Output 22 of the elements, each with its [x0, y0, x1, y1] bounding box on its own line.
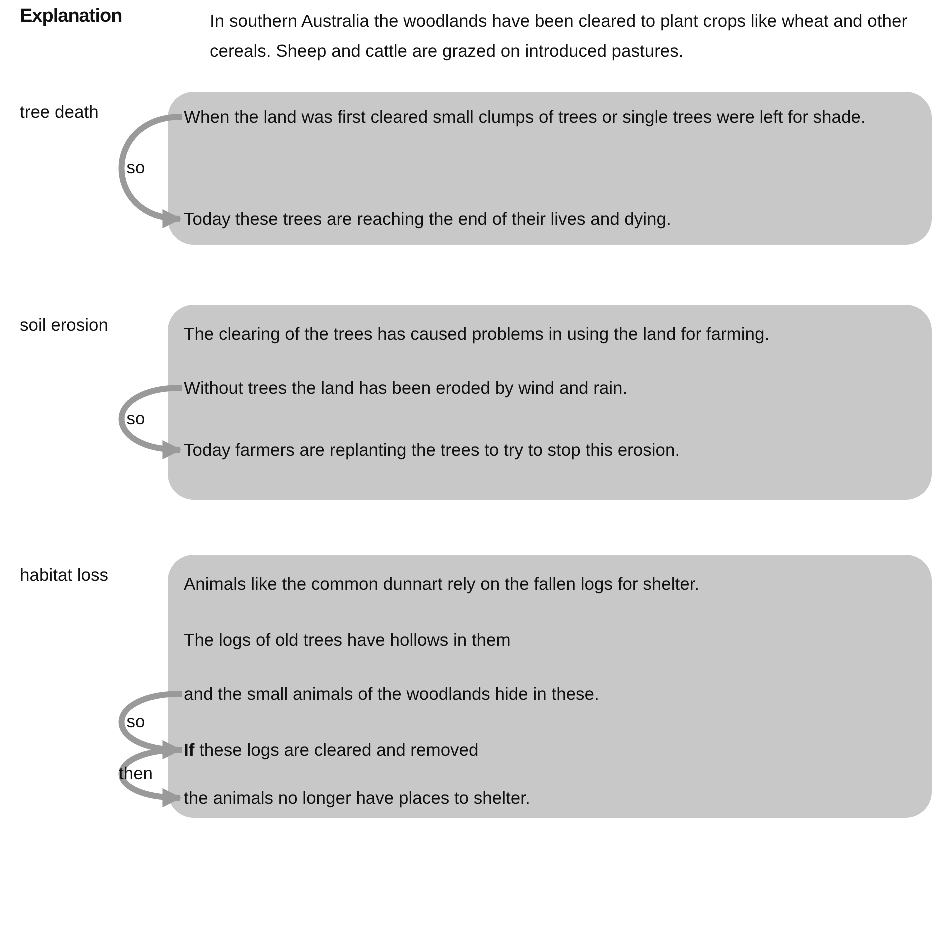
- edge-label: so: [126, 408, 146, 430]
- sentence-text: Today these trees are reaching the end of their lives and dying.: [184, 204, 914, 234]
- sentence-text: the animals no longer have places to shelter.: [184, 783, 914, 813]
- edge-label: then: [118, 764, 154, 784]
- sentence-text: The logs of old trees have hollows in them: [184, 625, 914, 655]
- panel-heading: habitat loss: [20, 565, 109, 586]
- sentence-text: and the small animals of the woodlands hide in these.: [184, 679, 914, 709]
- curved-arrow: [118, 114, 182, 227]
- panel-heading: tree death: [20, 102, 99, 123]
- sentence-text: Animals like the common dunnart rely on the fallen logs for shelter.: [184, 569, 914, 599]
- explanation-text: In southern Australia the woodlands have been cleared to plant crops like wheat and other cereals. Sheep and cattle are grazed on introduced pastures.: [210, 10, 909, 63]
- panel-heading: soil erosion: [20, 315, 109, 336]
- edge-label: so: [126, 158, 146, 178]
- sentence-text: Today farmers are replanting the trees to try to stop this erosion.: [184, 435, 914, 465]
- title: Explanation: [20, 6, 122, 28]
- curved-arrow: [118, 747, 182, 807]
- curved-arrow: [118, 691, 182, 759]
- sentence-text: When the land was first cleared small clumps of trees or single trees were left for shade.: [184, 102, 914, 132]
- sentence-text: The clearing of the trees has caused problems in using the land for farming.: [184, 319, 914, 349]
- edge-label: so: [126, 712, 146, 732]
- sentence-text: Without trees the land has been eroded by wind and rain.: [184, 373, 914, 403]
- sentence-text: If these logs are cleared and removed: [184, 735, 914, 765]
